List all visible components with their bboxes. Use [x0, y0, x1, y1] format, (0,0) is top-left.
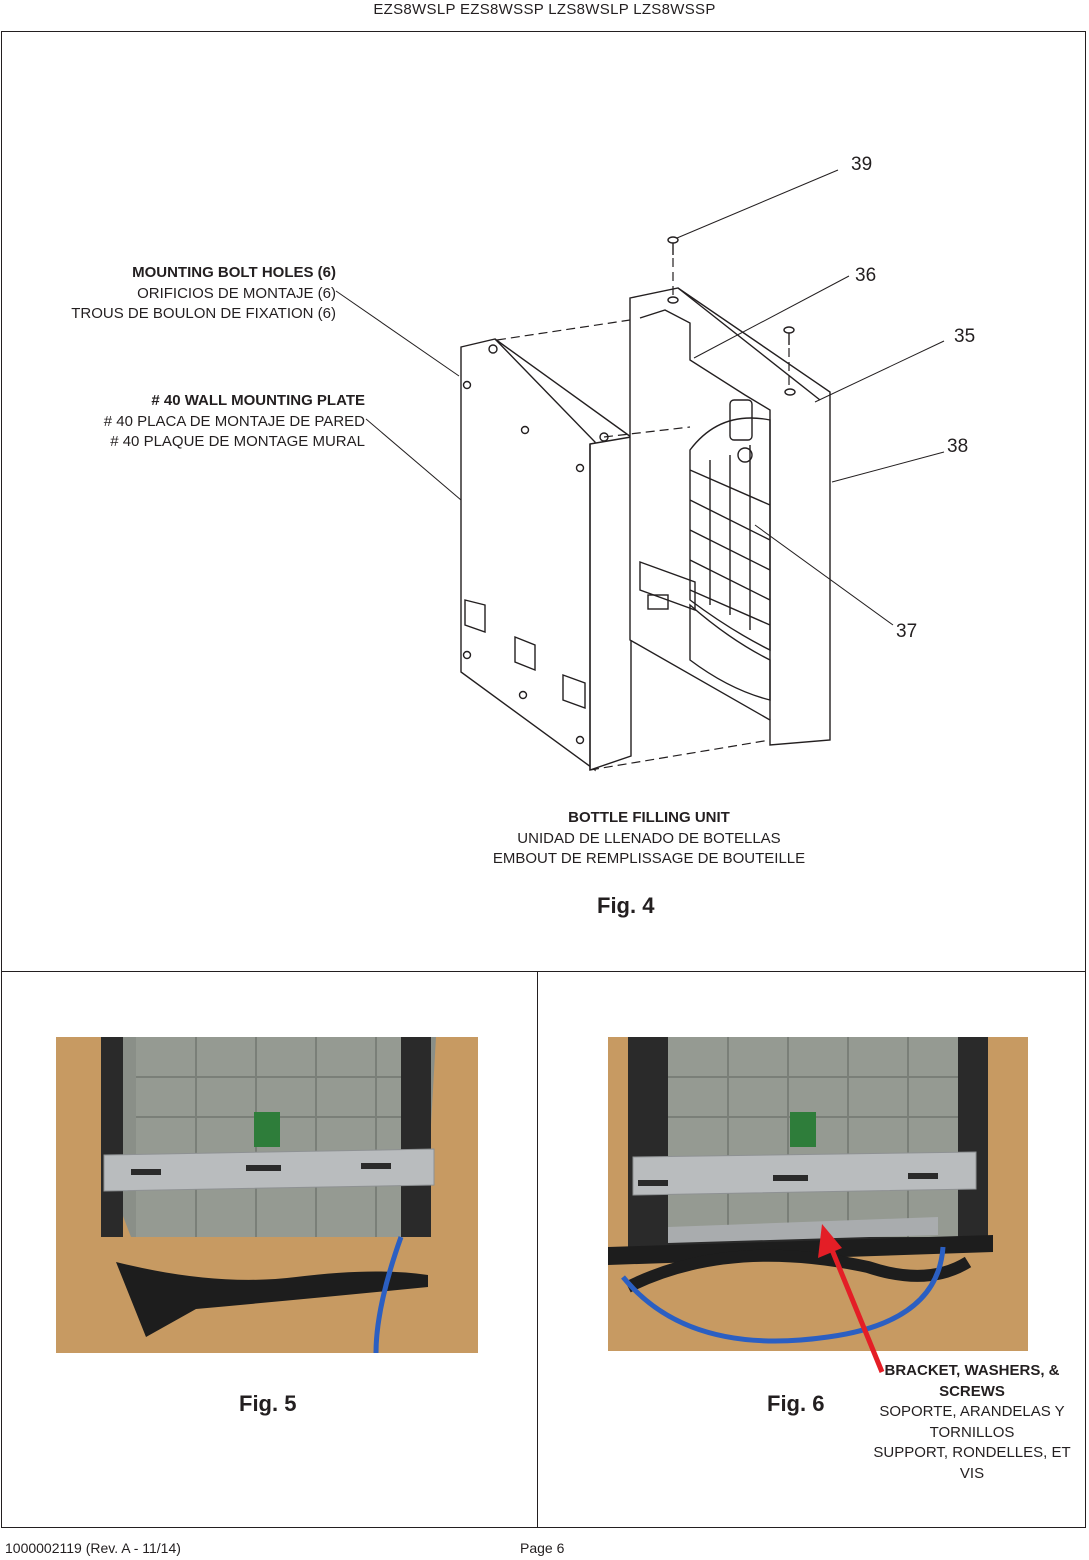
vertical-divider — [537, 971, 538, 1528]
alignment-lines — [496, 258, 790, 771]
bottle-unit-en: BOTTLE FILLING UNIT — [568, 809, 730, 826]
mounting-holes-en: MOUNTING BOLT HOLES (6) — [132, 264, 336, 281]
callout-36: 36 — [855, 265, 877, 286]
callout-39: 39 — [851, 154, 873, 175]
document-number: 1000002119 (Rev. A - 11/14) — [5, 1540, 181, 1556]
fig6-caption: Fig. 6 — [767, 1391, 825, 1416]
wall-plate-es: # 40 PLACA DE MONTAJE DE PARED — [103, 412, 365, 430]
bottle-filler-housing — [629, 287, 831, 746]
fig5-photo — [56, 1037, 478, 1353]
page-number: Page 6 — [520, 1540, 565, 1556]
leader-lines — [335, 169, 945, 626]
fig4-exploded-diagram — [335, 169, 945, 772]
bottle-unit-fr: EMBOUT DE REMPLISSAGE DE BOUTEILLE — [492, 850, 806, 867]
wall-plate-fr: # 40 PLAQUE DE MONTAGE MURAL — [110, 433, 365, 450]
bracket-note-es: SOPORTE, ARANDELAS Y TORNILLOS — [879, 1403, 1065, 1441]
fig4-caption: Fig. 4 — [597, 893, 655, 918]
mounting-holes-fr: TROUS DE BOULON DE FIXATION (6) — [71, 305, 336, 322]
mounting-holes-es: ORIFICIOS DE MONTAJE (6) — [137, 284, 336, 302]
red-arrow-icon — [818, 1224, 885, 1373]
mounting-holes-label: MOUNTING BOLT HOLES (6) ORIFICIOS DE MON… — [20, 263, 336, 325]
bracket-note-fr: SUPPORT, RONDELLES, ET VIS — [873, 1444, 1071, 1482]
bracket-note-en: BRACKET, WASHERS, & SCREWS — [884, 1362, 1060, 1400]
horizontal-divider — [1, 971, 1086, 972]
screws-39 — [667, 236, 795, 345]
wall-mounting-plate — [460, 338, 632, 772]
page-frame — [1, 31, 1086, 1528]
callout-35: 35 — [954, 326, 976, 347]
bottle-unit-es: UNIDAD DE LLENADO DE BOTELLAS — [517, 829, 781, 847]
fig5-caption: Fig. 5 — [239, 1391, 297, 1416]
bottle-unit-label: BOTTLE FILLING UNIT UNIDAD DE LLENADO DE… — [440, 808, 858, 870]
wall-plate-en: # 40 WALL MOUNTING PLATE — [151, 392, 365, 409]
callout-37: 37 — [896, 621, 918, 642]
model-numbers-header: EZS8WSLP EZS8WSSP LZS8WSLP LZS8WSSP — [373, 1, 716, 18]
fig6-photo — [608, 1037, 1028, 1351]
callout-38: 38 — [947, 436, 969, 457]
wall-plate-label: # 40 WALL MOUNTING PLATE # 40 PLACA DE M… — [20, 391, 365, 453]
bracket-note: BRACKET, WASHERS, & SCREWS SOPORTE, ARAN… — [864, 1361, 1080, 1484]
